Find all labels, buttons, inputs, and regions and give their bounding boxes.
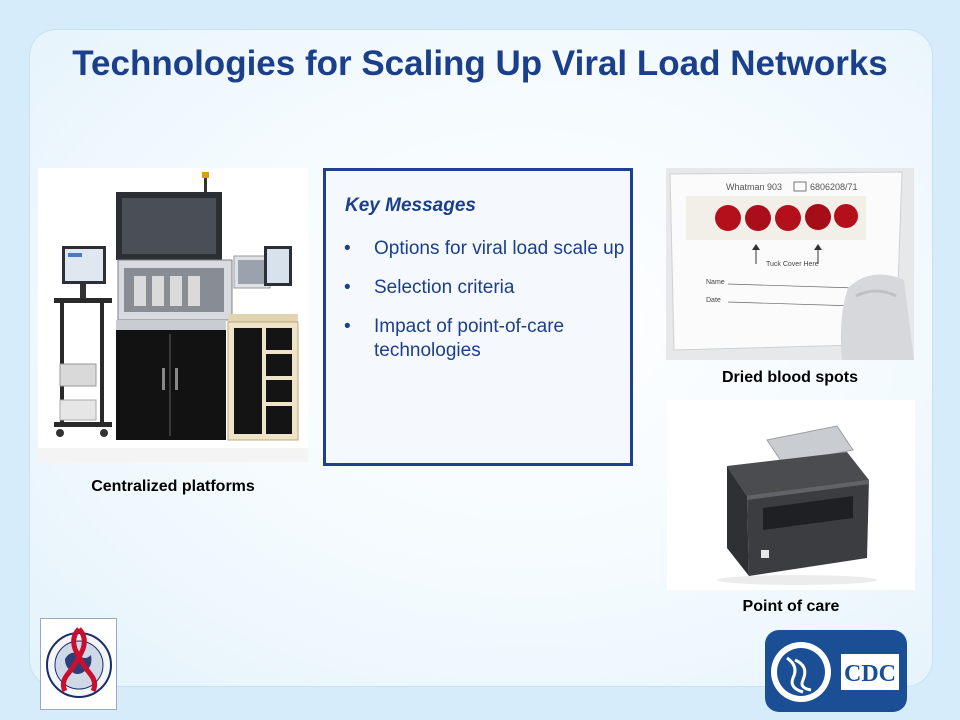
- list-item-text: Impact of point-of-care technologies: [374, 316, 565, 361]
- card-lot-text: 6806208/71: [810, 182, 858, 192]
- point-of-care-caption: Point of care: [742, 598, 840, 615]
- cdc-logo: CDC: [765, 630, 907, 712]
- slide-title: Technologies for Scaling Up Viral Load N…: [72, 44, 888, 83]
- key-messages-list: • Options for viral load scale up • Sele…: [344, 237, 626, 378]
- dried-blood-spots-image: Whatman 903 6806208/71 Tuck Cover Here N…: [666, 168, 914, 360]
- dried-blood-spots-caption: Dried blood spots: [722, 369, 858, 386]
- pepfar-seal-logo: [40, 618, 117, 710]
- bullet-icon: •: [344, 238, 351, 259]
- list-item-text: Options for viral load scale up: [374, 238, 625, 259]
- key-messages-heading: Key Messages: [345, 195, 476, 216]
- centralized-platforms-caption: Centralized platforms: [91, 478, 255, 495]
- list-item: • Options for viral load scale up: [344, 237, 626, 261]
- bullet-icon: •: [344, 316, 351, 337]
- bullet-icon: •: [344, 277, 351, 298]
- card-instruction-text: Tuck Cover Here: [766, 261, 819, 268]
- point-of-care-image: [667, 400, 915, 590]
- list-item: • Impact of point-of-care technologies: [344, 315, 626, 363]
- list-item-text: Selection criteria: [374, 277, 515, 298]
- key-messages-box: Key Messages • Options for viral load sc…: [323, 168, 633, 466]
- centralized-platforms-image: [38, 168, 308, 462]
- card-date-label: Date: [706, 297, 721, 304]
- list-item: • Selection criteria: [344, 276, 626, 300]
- card-name-label: Name: [706, 279, 725, 286]
- cdc-logo-text: CDC: [844, 661, 896, 687]
- card-brand-text: Whatman 903: [726, 182, 782, 192]
